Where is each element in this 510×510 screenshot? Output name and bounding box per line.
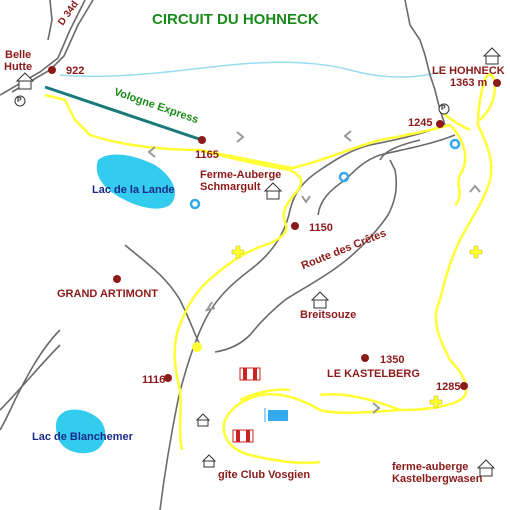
map-title: CIRCUIT DU HOHNECK: [152, 11, 319, 28]
parking-label: P: [17, 97, 22, 104]
water-markers: [189, 138, 461, 210]
lac-de-blanchemer: [55, 409, 106, 454]
lac-de-la-lande-label: Lac de la Lande: [92, 184, 175, 196]
le-kastelberg-label: LE KASTELBERG: [327, 368, 420, 380]
direction-arrows: [147, 130, 481, 414]
altitude-1165: 1165: [195, 149, 219, 161]
parking-label: P: [441, 105, 446, 112]
gite-club-vosgien-label: gîte Club Vosgien: [218, 469, 311, 481]
blue-marker: [268, 410, 288, 421]
vologne-express-lift: [44, 85, 203, 142]
breitsouze-label: Breitsouze: [300, 309, 357, 321]
altitude-1350: 1350: [380, 354, 405, 366]
ferme-kastelbergwasen-label: Kastelbergwasen: [392, 473, 483, 485]
le-hohneck-altitude: 1363 m: [450, 77, 488, 89]
altitude-1150: 1150: [309, 222, 333, 234]
lac-de-blanchemer-label: Lac de Blanchemer: [32, 431, 133, 443]
altitude-1285: 1285: [436, 381, 461, 393]
belle-hutte-label: Belle: [5, 49, 32, 61]
cross-markers: [231, 245, 483, 409]
hiking-trail: [44, 73, 497, 465]
lac-de-la-lande: [96, 154, 175, 209]
altitude-922: 922: [66, 65, 85, 77]
parking-icons: [14, 95, 450, 115]
ferme-schmargult-label: Ferme-Auberge: [200, 169, 282, 181]
grand-artimont-label: GRAND ARTIMONT: [57, 288, 159, 300]
river: [59, 61, 441, 78]
ferme-kastelbergwasen-label: ferme-auberge: [392, 461, 469, 473]
altitude-points: [48, 66, 501, 390]
house-icons: [15, 47, 502, 477]
altitude-1245: 1245: [408, 117, 433, 129]
altitude-1116: 1116: [142, 374, 166, 386]
le-hohneck-label: LE HOHNECK: [432, 65, 505, 77]
red-white-signs: [232, 367, 261, 443]
yellow-marker: [192, 342, 202, 352]
belle-hutte-label: Hutte: [4, 61, 33, 73]
road-network: [0, 0, 456, 510]
ferme-schmargult-label: Schmargult: [200, 181, 261, 193]
